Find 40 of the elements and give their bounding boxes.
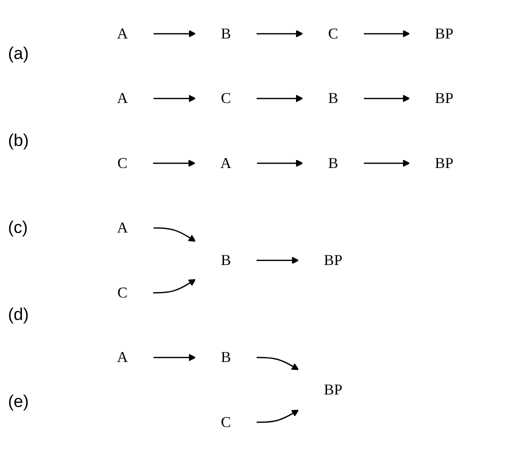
arrow	[256, 30, 303, 38]
node-text: C	[220, 413, 231, 430]
node-text: C	[117, 284, 128, 301]
arrow	[256, 94, 303, 102]
node-text: A	[116, 24, 128, 42]
node-text: BP	[434, 90, 454, 106]
panel-label: (d)	[8, 305, 30, 326]
node-text: A	[116, 90, 128, 106]
node-text: B	[328, 154, 338, 172]
arrow	[152, 227, 196, 242]
arrow	[256, 160, 303, 167]
node-text: B	[220, 24, 231, 42]
panel-label: (a)	[8, 44, 30, 64]
panel-label: (b)	[8, 130, 30, 151]
arrow	[152, 279, 196, 294]
node-text: C	[328, 24, 338, 42]
panel-label: (e)	[8, 392, 30, 412]
node-text: BP	[434, 154, 454, 172]
arrow	[256, 256, 299, 264]
node-text: B	[328, 90, 338, 106]
node-text: C	[117, 154, 128, 172]
arrow	[256, 356, 299, 370]
node-text: B	[220, 252, 231, 268]
node-text: A	[220, 154, 232, 172]
node-text: A	[116, 219, 128, 236]
arrow	[152, 94, 196, 102]
node-text: A	[116, 348, 128, 366]
arrow	[363, 30, 410, 38]
node-text: BP	[324, 252, 342, 268]
node-text: B	[220, 348, 231, 366]
arrow	[152, 30, 196, 38]
arrow	[152, 160, 196, 167]
arrow	[363, 94, 410, 102]
node-text: C	[220, 90, 231, 106]
arrow	[152, 354, 196, 362]
node-text: BP	[434, 24, 454, 42]
arrow	[256, 410, 299, 423]
node-text: BP	[324, 381, 342, 398]
panel-label: (c)	[8, 218, 29, 238]
arrow	[363, 160, 410, 167]
